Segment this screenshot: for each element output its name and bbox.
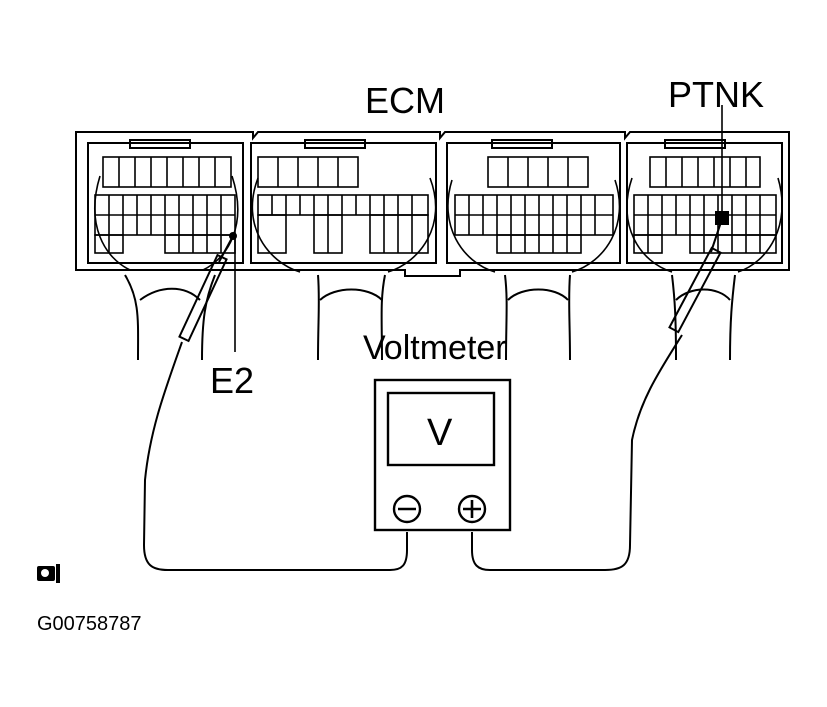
connector-4-pin-grid	[633, 156, 777, 254]
camera-icon	[37, 564, 60, 583]
connector-3-wire-loop	[447, 179, 621, 273]
connector-2	[250, 139, 437, 273]
ecm-housing	[75, 131, 790, 277]
connector-1	[87, 139, 244, 271]
negative-terminal	[392, 494, 422, 524]
e2-label: E2	[210, 360, 254, 401]
ptnk-label: PTNK	[668, 74, 764, 115]
ecm-label: ECM	[365, 80, 445, 121]
connector-3-pin-grid	[454, 156, 614, 254]
wire-harnesses	[124, 274, 736, 361]
test-leads	[142, 334, 683, 571]
voltmeter-display-value: V	[427, 412, 453, 454]
left-probe	[178, 232, 237, 352]
right-probe	[668, 105, 729, 334]
voltmeter-label: Voltmeter	[363, 329, 507, 367]
voltmeter	[373, 378, 512, 532]
connector-2-pin-grid	[257, 156, 429, 254]
connector-4-wire-loop	[626, 177, 783, 273]
figure-id: G00758787	[37, 613, 142, 635]
positive-terminal	[457, 494, 487, 524]
connector-2-wire-loop	[251, 177, 437, 273]
connector-3	[446, 139, 621, 273]
voltmeter-display	[386, 391, 496, 467]
connector-1-pin-grid	[94, 156, 236, 254]
connector-4	[626, 139, 783, 273]
